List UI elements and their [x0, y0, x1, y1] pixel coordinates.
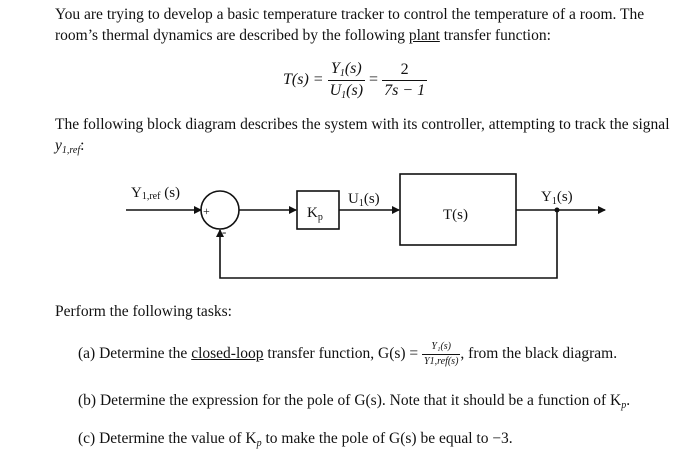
signal-var: y	[55, 137, 62, 154]
intro-paragraph: You are trying to develop a basic temper…	[55, 4, 695, 46]
frac1-num-arg: (s)	[344, 60, 362, 77]
frac1-num-var: Y	[330, 60, 340, 77]
output-label: Y1(s)	[541, 189, 573, 207]
control-signal-label: U1(s)	[348, 191, 380, 209]
closed-loop-link-text: closed-loop	[191, 345, 264, 363]
intro-line-2: room’s thermal dynamics are described by…	[55, 25, 695, 46]
task-b-post: .	[626, 392, 631, 409]
equation-fraction-1: Y1(s) U1(s)	[327, 60, 366, 101]
signal-sub: 1,ref	[61, 145, 81, 156]
task-b: (b) Determine the expression for the pol…	[78, 390, 630, 416]
plant-label: T(s)	[443, 207, 468, 223]
gain-block	[296, 190, 340, 230]
gain-label: Kp	[307, 205, 323, 223]
tasks-heading: Perform the following tasks:	[55, 303, 232, 320]
plant-block	[399, 173, 517, 246]
fraction-1-denominator: U1(s)	[328, 81, 365, 101]
feedback-path	[216, 210, 558, 279]
input-label: Y1,ref (s)	[131, 185, 180, 202]
frac1-den-arg: (s)	[346, 82, 364, 99]
equation-equals: =	[369, 71, 379, 89]
fraction-2-denominator: 7s − 1	[384, 82, 426, 99]
equation-lhs: T(s) =	[283, 71, 324, 89]
task-a-pre: (a) Determine the	[78, 345, 192, 363]
task-c-pre: (c) Determine the value of K	[78, 430, 257, 447]
task-a-fraction: Y₁(s)Y1,ref(s)	[422, 341, 461, 368]
intro-line-2-pre: room’s thermal dynamics are described by…	[55, 27, 409, 44]
task-b-sub: p	[621, 400, 627, 411]
block-diagram-intro: The following block diagram describes th…	[55, 114, 695, 161]
plant-link-text: plant	[408, 27, 440, 44]
task-a-post: , from the black diagram.	[460, 345, 618, 363]
task-c: (c) Determine the value of Kp to make th…	[78, 428, 513, 454]
equation-fraction-2: 2 7s − 1	[382, 61, 428, 100]
task-a: (a) Determine the closed-loop transfer f…	[78, 341, 617, 368]
frac1-den-var: U	[329, 82, 342, 99]
intro-line-2-post: transfer function:	[439, 27, 551, 44]
task-c-post: to make the pole of G(s) be equal to −3.	[261, 430, 513, 447]
task-a-frac-den: Y1,ref(s)	[424, 356, 459, 367]
fraction-2-numerator: 2	[382, 61, 428, 81]
task-a-mid: transfer function, G(s) =	[263, 345, 423, 363]
signal-colon: :	[80, 137, 85, 154]
transfer-function-equation: T(s) = Y1(s) U1(s) = 2 7s − 1	[283, 60, 428, 101]
intro-line-1: You are trying to develop a basic temper…	[55, 6, 645, 23]
block-intro-line-2: y1,ref:	[55, 135, 695, 161]
task-c-sub: p	[256, 438, 262, 449]
minus-sign: -	[222, 224, 226, 239]
task-b-pre: (b) Determine the expression for the pol…	[78, 392, 622, 409]
frac1-den-sub: 1	[341, 90, 347, 101]
fraction-1-numerator: Y1(s)	[327, 60, 366, 81]
block-intro-line-1: The following block diagram describes th…	[55, 116, 670, 133]
frac1-num-sub: 1	[339, 68, 345, 79]
plus-sign: +	[203, 204, 210, 218]
task-a-frac-num: Y₁(s)	[422, 341, 461, 355]
